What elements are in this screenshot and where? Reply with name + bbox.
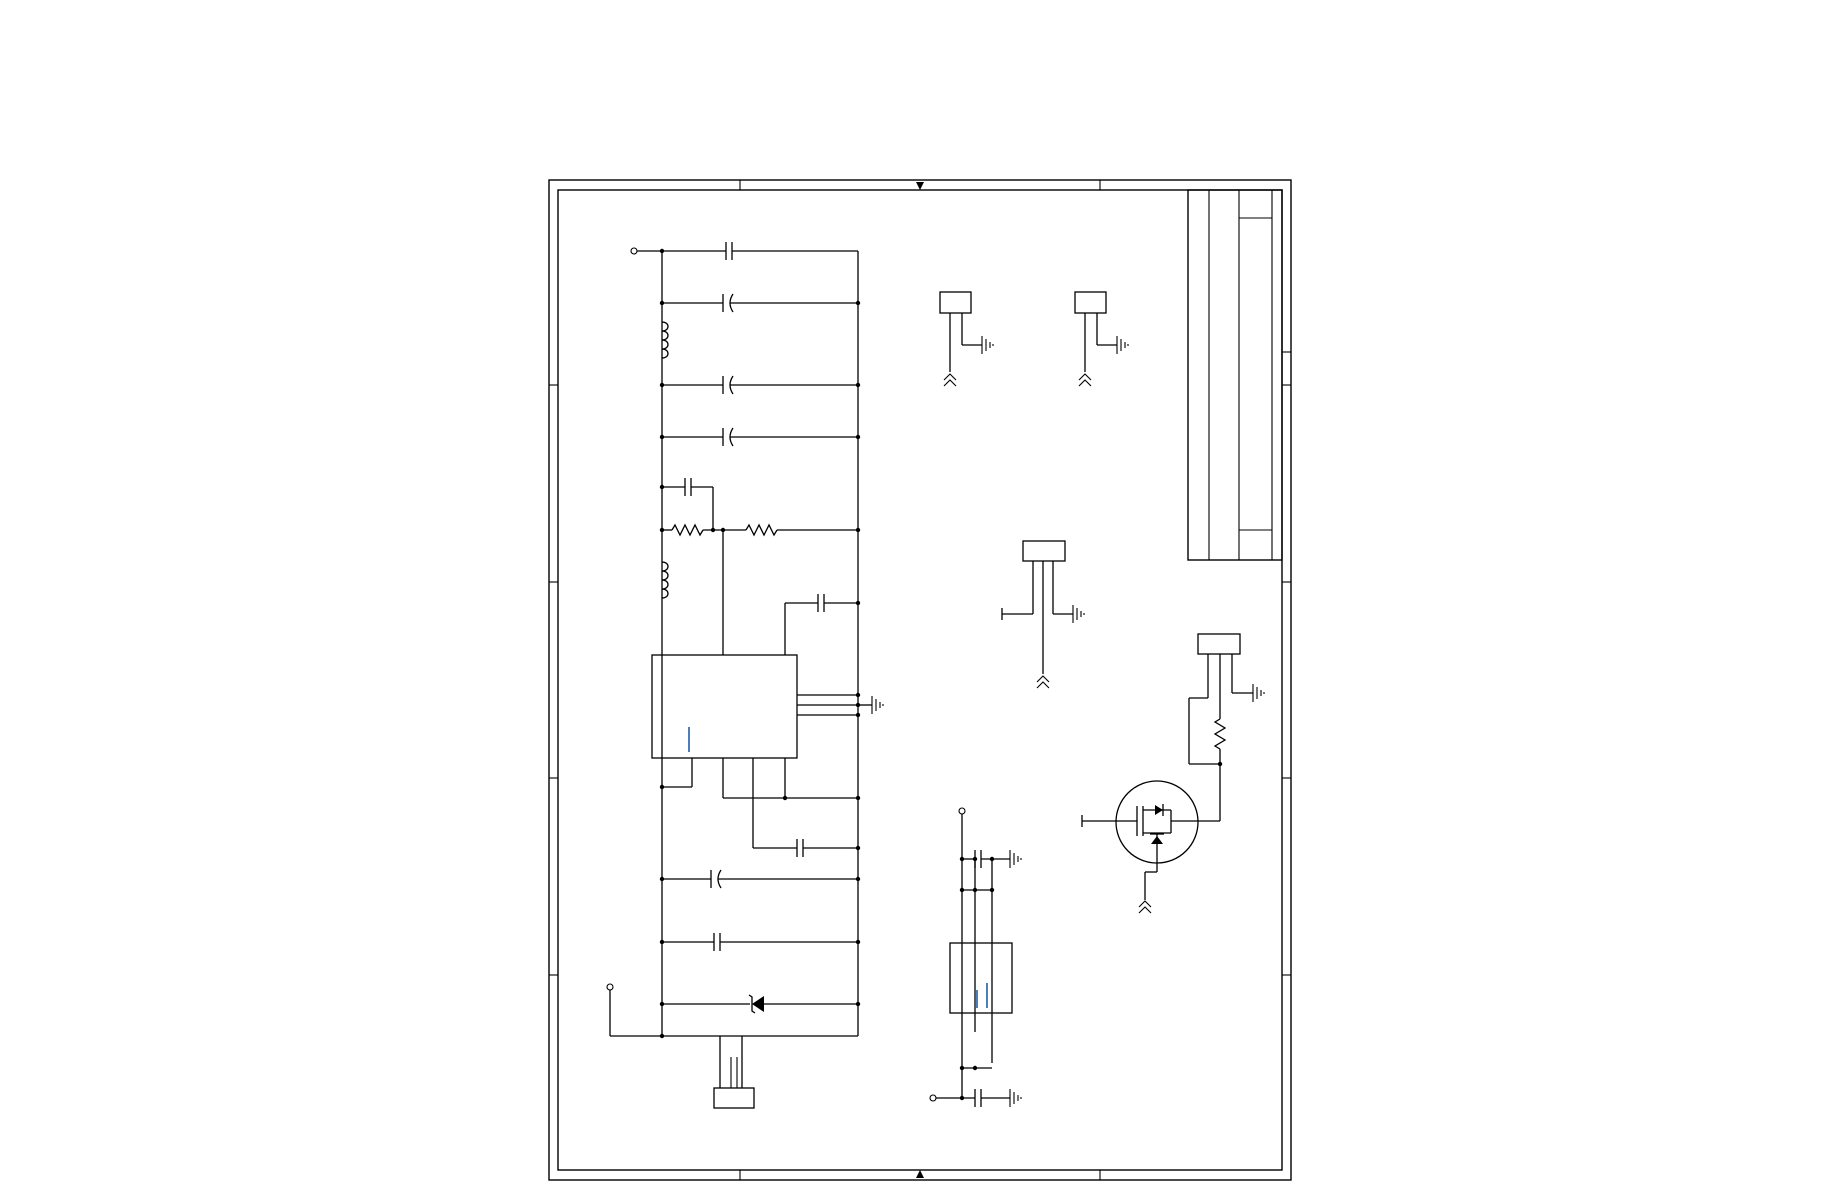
open-circle-terminal-icon[interactable] bbox=[929, 1094, 937, 1102]
connector-j4[interactable] bbox=[1001, 540, 1085, 689]
zener-diode-icon bbox=[752, 996, 764, 1012]
open-circle-terminal-icon[interactable] bbox=[606, 983, 614, 991]
drawing-frame bbox=[548, 179, 1292, 1181]
ground-icon bbox=[1009, 849, 1022, 869]
connector-j3[interactable] bbox=[1074, 291, 1129, 387]
resistor-icon bbox=[671, 523, 704, 537]
voltage-regulator bbox=[929, 807, 1022, 1108]
ground-icon bbox=[981, 335, 994, 355]
resistor-icon bbox=[1213, 718, 1227, 750]
zone-ticks bbox=[549, 180, 1291, 1180]
connector-j2[interactable] bbox=[939, 291, 994, 387]
center-mark-top-icon bbox=[916, 182, 924, 190]
inductor-icon bbox=[661, 321, 669, 359]
junction-dots bbox=[659, 248, 861, 1039]
connector-j1-body[interactable] bbox=[713, 1087, 755, 1109]
ic-u1-body[interactable] bbox=[651, 654, 798, 759]
outer-border bbox=[548, 179, 1292, 1181]
inductor-icon bbox=[661, 561, 669, 599]
mosfet-load-switch bbox=[1081, 633, 1265, 914]
open-circle-terminal-icon[interactable] bbox=[630, 247, 638, 255]
center-mark-bottom-icon bbox=[916, 1170, 924, 1178]
connector-j5-body[interactable] bbox=[1197, 633, 1241, 655]
offsheet-chevron-icon bbox=[943, 373, 957, 387]
inner-border bbox=[557, 189, 1283, 1171]
ic-u2-body[interactable] bbox=[949, 942, 1013, 1014]
junction-dots bbox=[959, 856, 995, 1101]
ground-icon bbox=[871, 695, 884, 715]
ground-icon bbox=[1072, 604, 1085, 624]
power-filter-network bbox=[606, 242, 884, 1109]
offsheet-chevron-icon bbox=[1138, 900, 1152, 914]
resistor-icon bbox=[745, 523, 778, 537]
title-block bbox=[1187, 189, 1283, 561]
open-circle-terminal-icon[interactable] bbox=[958, 807, 966, 815]
offsheet-chevron-icon bbox=[1036, 675, 1050, 689]
ground-icon bbox=[1116, 335, 1129, 355]
offsheet-chevron-icon bbox=[1078, 373, 1092, 387]
ground-icon bbox=[1009, 1088, 1022, 1108]
ground-icon bbox=[1252, 683, 1265, 703]
